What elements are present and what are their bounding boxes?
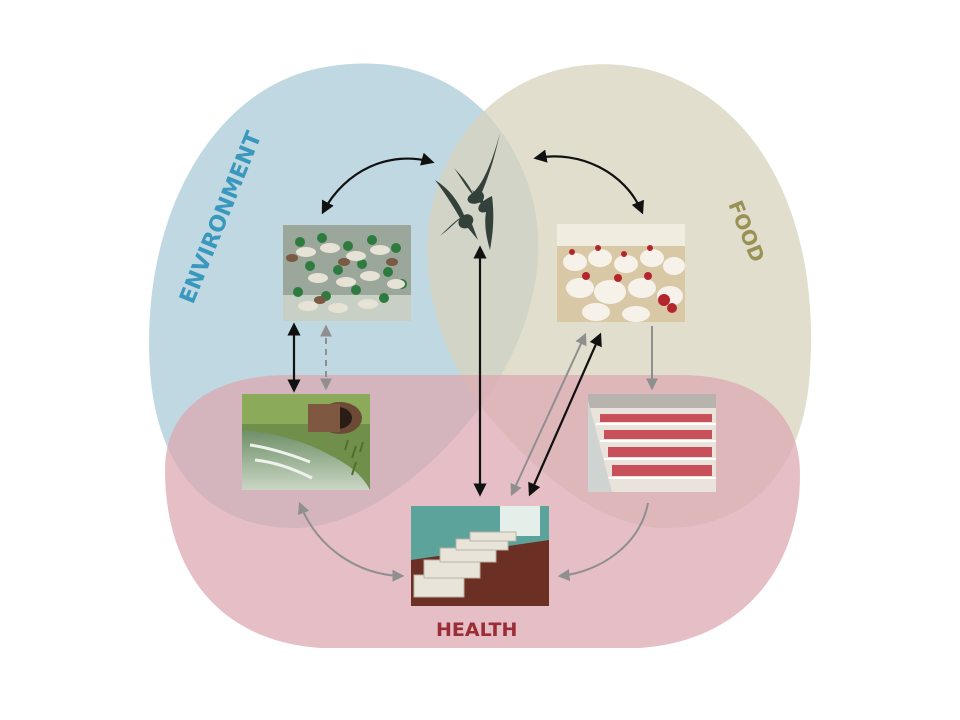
poultry-farm-photo bbox=[557, 224, 685, 322]
arrow-hospital-poultry bbox=[510, 332, 587, 497]
arrow-sewage-hospital bbox=[297, 501, 405, 582]
sewage-pipe-photo bbox=[242, 394, 370, 490]
arrow-birds-poultry bbox=[533, 149, 644, 215]
arrow-birds-ducks bbox=[321, 152, 435, 215]
arrow-meat-hospital bbox=[557, 502, 649, 582]
health-label: HEALTH bbox=[436, 619, 517, 641]
hospital-ward-photo bbox=[411, 506, 549, 606]
grey-arrows bbox=[297, 324, 658, 582]
wild-ducks-photo bbox=[283, 225, 411, 321]
meat-counter-photo bbox=[588, 394, 716, 492]
flying-birds-icon bbox=[435, 133, 500, 250]
